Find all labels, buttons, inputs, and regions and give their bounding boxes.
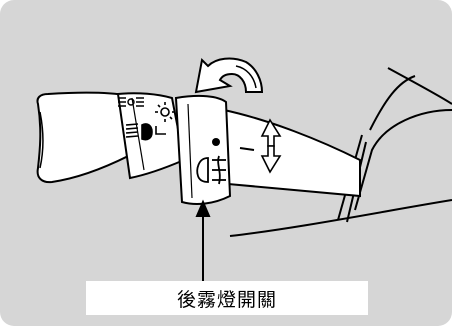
rotate-arrow-icon [194,57,264,94]
lever-tip [36,91,142,184]
fog-ring-markers [212,138,255,151]
steering-column-shroud [229,67,452,237]
light-on-icon [155,102,175,135]
caption-box: 後霧燈開關 [86,281,368,315]
pointer-arrow [195,199,211,281]
lever-stalk [222,108,361,198]
fog-light-switch-label: 後霧燈開關 [176,288,277,311]
parking-light-icon [118,97,144,107]
rear-fog-light-icon [196,155,226,185]
headlight-icon [125,123,153,141]
up-down-arrow-icon [260,118,282,174]
fog-light-ring [174,94,232,205]
